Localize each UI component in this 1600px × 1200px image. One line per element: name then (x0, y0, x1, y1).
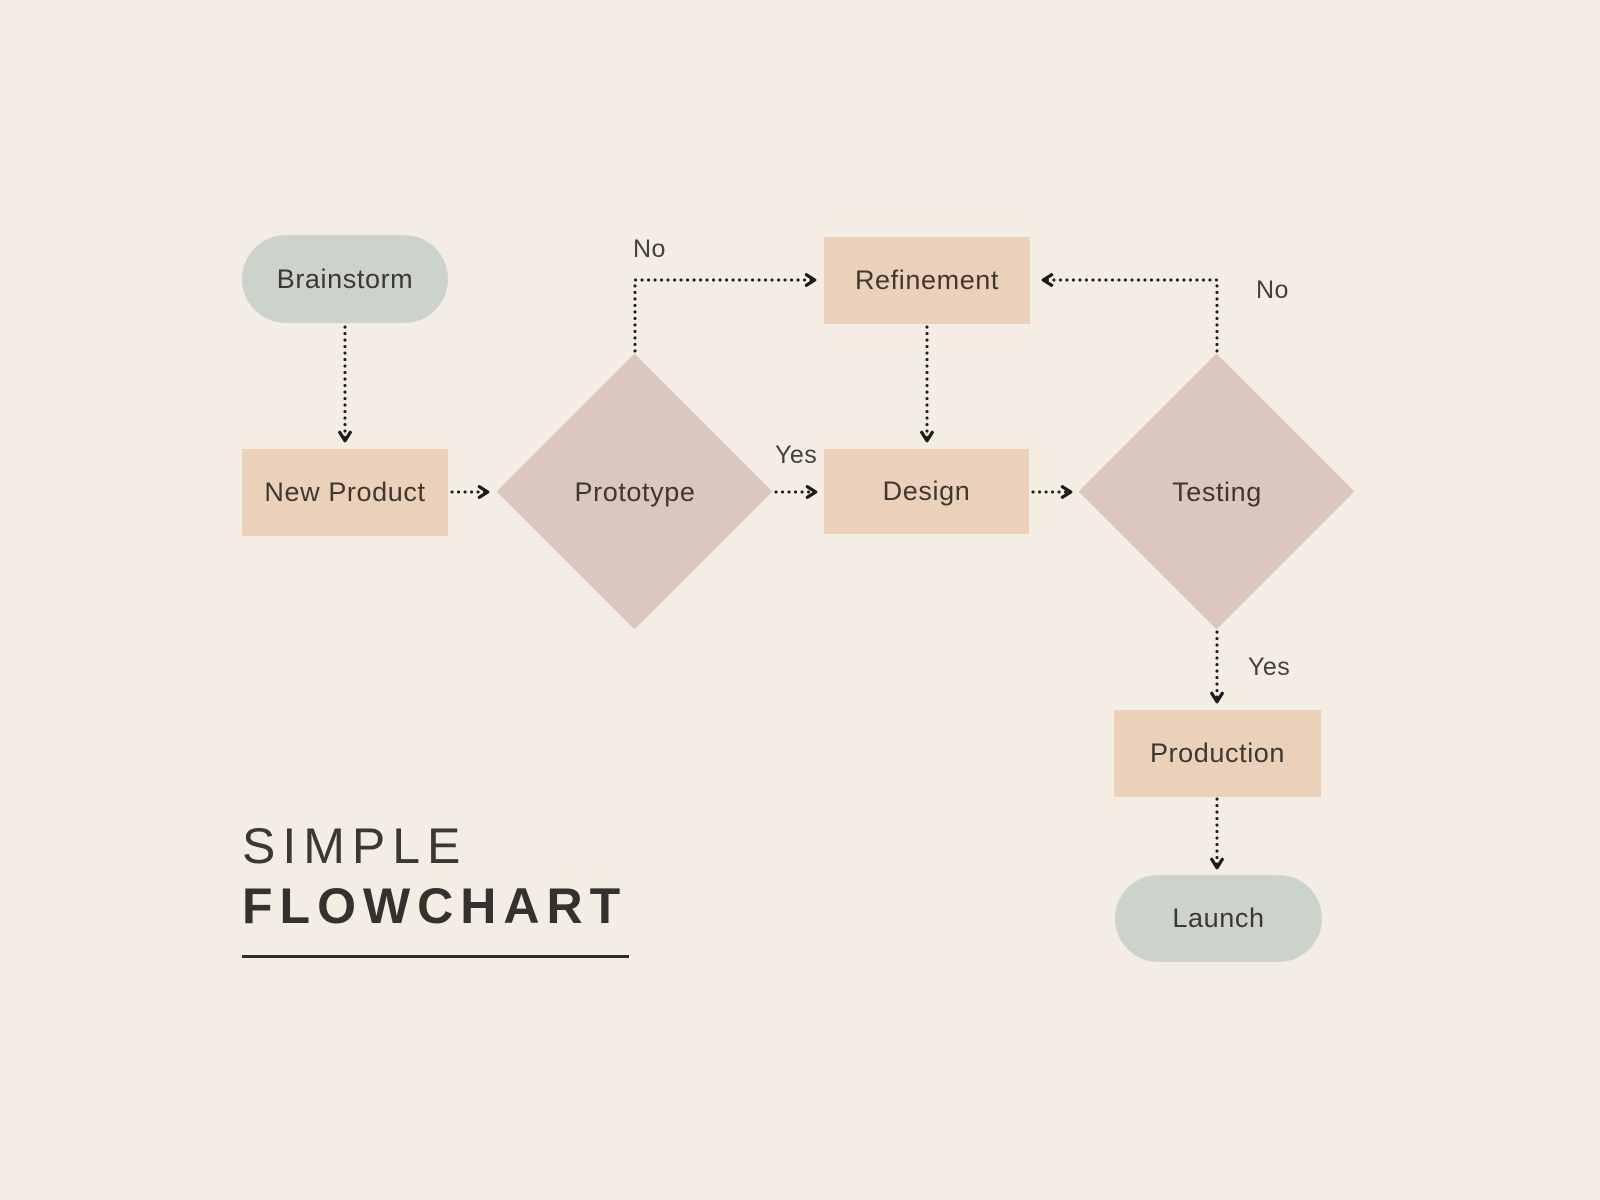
edge-prototype-to-refinement (633, 273, 817, 353)
node-refinement-label: Refinement (854, 265, 1000, 295)
node-production: Production (1114, 710, 1321, 797)
node-design: Design (824, 449, 1029, 534)
node-testing-label: Testing (1172, 476, 1262, 507)
node-brainstorm: Brainstorm (242, 235, 448, 323)
edge-label-testing-no: No (1256, 276, 1289, 304)
edge-label-prototype-no: No (633, 235, 666, 263)
edge-testing-to-refinement (1041, 273, 1219, 353)
node-new-product: New Product (242, 449, 448, 536)
node-launch-label: Launch (1172, 903, 1265, 933)
node-production-label: Production (1149, 738, 1286, 768)
node-new-product-label: New Product (264, 477, 426, 507)
node-brainstorm-label: Brainstorm (276, 263, 414, 294)
page-title-line1: SIMPLE (242, 818, 468, 874)
node-prototype: Prototype (495, 472, 775, 512)
edge-label-prototype-yes: Yes (775, 441, 818, 469)
page-title-line2: FLOWCHART (242, 878, 628, 934)
node-design-label: Design (882, 476, 971, 506)
node-prototype-label: Prototype (574, 476, 696, 507)
edge-label-testing-yes: Yes (1248, 653, 1291, 681)
node-refinement: Refinement (824, 237, 1030, 324)
node-testing: Testing (1077, 472, 1357, 512)
node-launch: Launch (1115, 875, 1322, 962)
title-underline (242, 955, 629, 958)
